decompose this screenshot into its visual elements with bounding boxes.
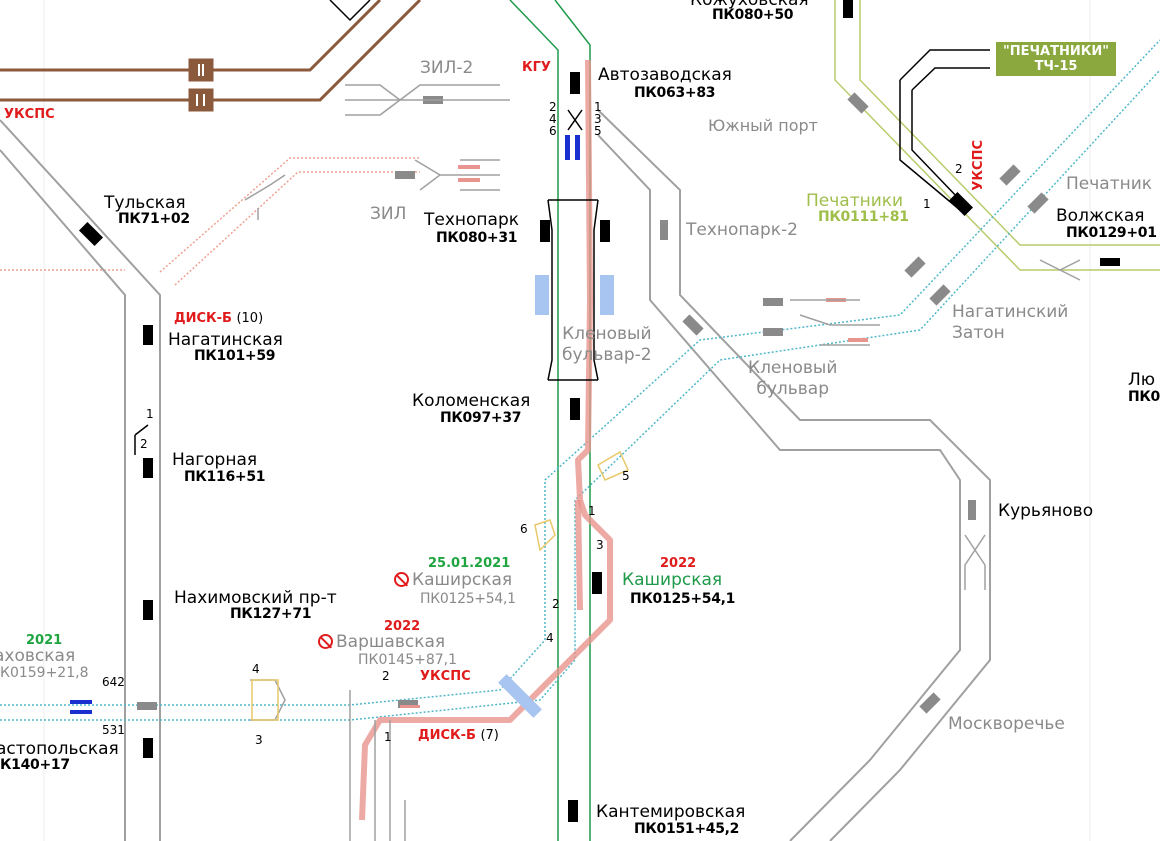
track-num-642: 642 [102,675,125,689]
date-kashirskaya-new: 2022 [660,556,697,571]
depot-badge-pechatniki[interactable]: "ПЕЧАТНИКИ" ТЧ-15 [996,42,1116,76]
station-name-nakhimovsky: Нахимовский пр-т [174,588,337,608]
track-num-pechatniki-2: 2 [955,162,963,176]
track-num-pechatniki-1: 1 [923,197,931,211]
blue-blocks [498,275,614,718]
track-num-nagornaya-1: 1 [146,407,154,421]
track-num-3c: 3 [255,733,263,747]
station-pk-tekhnopark: ПК080+31 [436,230,518,246]
track-num-5: 5 [622,469,630,483]
closed-icon [318,634,333,649]
station-name-lyublino: Лю [1128,370,1156,390]
station-name-kashirskaya-new: Каширская [622,570,723,590]
station-pk-kakhovskaya: К0159+21,8 [0,665,89,681]
station-name-tulskaya: Тульская [104,193,186,213]
brown-signal-1 [188,58,214,82]
station-pk-kashirskaya-old: ПК0125+54,1 [420,591,516,607]
station-pk-tulskaya: ПК71+02 [118,211,190,227]
label-pechatniki-mcd: Печатник [1066,174,1153,194]
gray-line-right [597,109,991,841]
label-disk-b-top: ДИСК-Б (10) [174,311,264,326]
date-kashirskaya-old: 25.01.2021 [428,556,511,571]
salmon-dotted-lines [0,157,420,286]
teal-dotted-lines [0,39,1160,721]
black-switch-marks [134,49,990,455]
track-num-3: 3 [596,538,604,552]
salmon-marks [400,165,868,708]
label-zil: ЗИЛ [370,204,407,224]
station-pk-kozhukhovskaya: ПК080+50 [712,7,794,23]
label-uksps-left: УКСПС [4,107,55,122]
label-disk-b-bottom: ДИСК-Б (7) [418,728,499,743]
station-blocks [78,0,1120,822]
brown-line-tracks [0,0,422,112]
olive-line-tracks [834,0,1160,271]
station-pk-kolomenskaya: ПК097+37 [440,410,522,426]
dark-blue-marks [70,135,580,714]
gray-line-left [0,119,161,841]
station-name-avtozavodskaya: Автозаводская [598,65,732,85]
track-num-4c: 4 [252,662,260,676]
station-name-kashirskaya-old: Каширская [394,572,512,589]
label-moskvorechye: Москворечье [948,714,1065,734]
gray-blocks [137,92,1049,714]
date-kakhovskaya: 2021 [26,633,63,648]
label-zil2: ЗИЛ-2 [420,58,474,78]
station-pk-lyublino: ПК0 [1128,389,1160,405]
station-name-kozhukhovskaya: Кожуховская [690,0,809,10]
station-name-kolomenskaya: Коломенская [412,391,531,411]
station-name-kakhovskaya: аховская [0,646,76,666]
station-pk-nagornaya: ПК116+51 [184,469,266,485]
station-pk-volzhskaya: ПК0129+01 [1066,225,1157,241]
depot-badge-line2: ТЧ-15 [1034,59,1078,74]
label-tekhnopark2: Технопарк-2 [686,220,798,240]
yellow-switches [251,450,629,721]
depot-badge-line1: "ПЕЧАТНИКИ" [1002,44,1109,59]
station-name-tekhnopark: Технопарк [424,210,520,230]
label-yuzhny-port: Южный порт [708,116,818,135]
track-num-6: 6 [520,522,528,536]
station-name-varshavskaya: Варшавская [318,634,445,651]
station-pk-nakhimovsky: ПК127+71 [230,606,312,622]
label-uksps-right: УКСПС [971,140,986,191]
label-uksps-bottom: УКСПС [420,669,471,684]
station-pk-avtozavodskaya: ПК063+83 [634,85,716,101]
station-name-nagornaya: Нагорная [172,450,258,470]
station-name-kantemirovskaya: Кантемировская [596,802,746,822]
track-num-1: 1 [588,504,596,518]
station-name-nagatinskaya: Нагатинская [168,330,283,350]
station-pk-sevastopolskaya: К140+17 [0,757,70,773]
route-highlight [359,59,613,821]
station-pk-pechatniki: ПК0111+81 [818,209,909,225]
brown-signal-2 [188,88,214,112]
track-num-531: 531 [102,723,125,737]
label-kgu: КГУ [522,60,551,75]
station-name-volzhskaya: Волжская [1056,206,1145,226]
date-varshavskaya: 2022 [384,619,421,634]
track-num-4: 4 [546,631,554,645]
station-name-sevastopolskaya: астопольская [0,739,119,759]
track-num-1c: 1 [384,730,392,744]
background-grid [43,0,1091,841]
station-name-pechatniki: Печатники [806,191,904,211]
closed-icon [394,572,409,587]
green-line-tracks [509,0,591,841]
station-pk-nagatinskaya: ПК101+59 [194,348,276,364]
station-pk-varshavskaya: ПК0145+87,1 [358,652,457,668]
station-name-kuryanovo: Курьяново [998,501,1094,521]
track-num-2b: 2 [552,597,560,611]
track-num-2c: 2 [382,669,390,683]
station-pk-kashirskaya-new: ПК0125+54,1 [630,591,736,607]
station-pk-kantemirovskaya: ПК0151+45,2 [634,821,740,837]
track-num-nagornaya-2: 2 [140,437,148,451]
